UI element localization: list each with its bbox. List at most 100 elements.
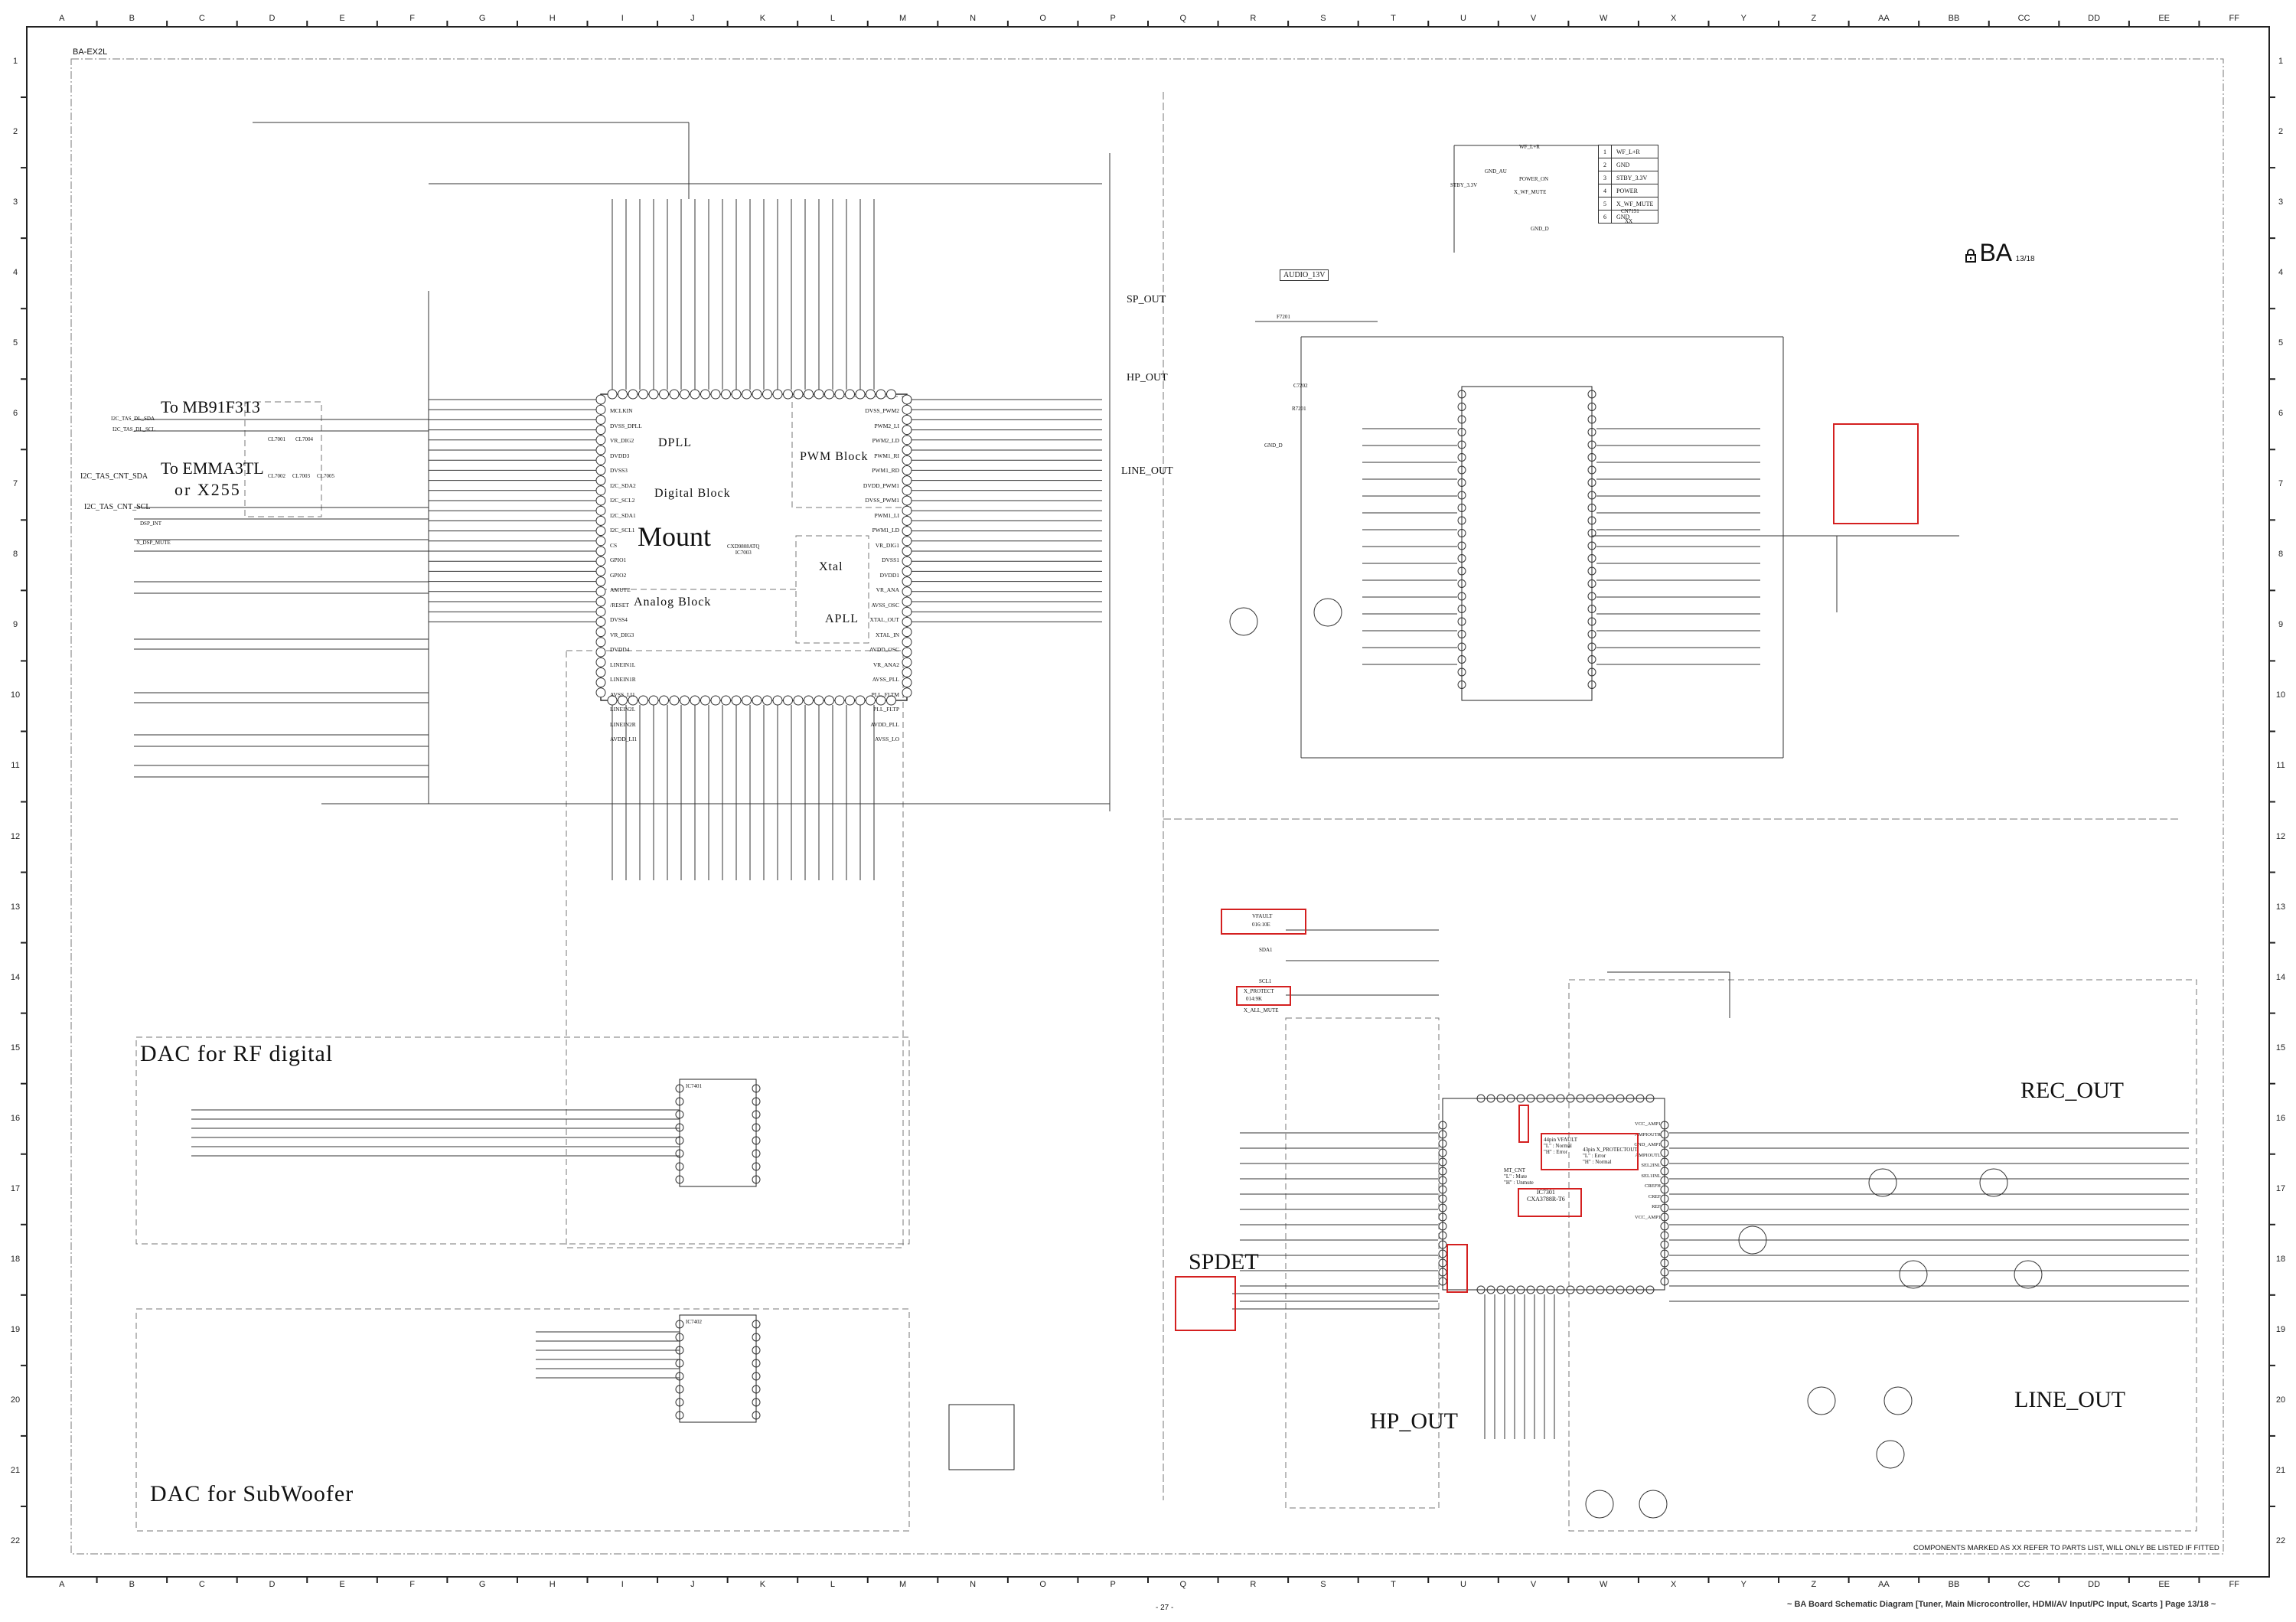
pin (595, 586, 606, 597)
column-label: G (478, 14, 486, 23)
row-label: 18 (10, 1254, 21, 1264)
pin (902, 637, 912, 648)
pin (721, 389, 731, 400)
signal-i2c-cnt-scl: I2C_TAS_CNT_SCL (84, 503, 151, 511)
signal-vfault-ref: 016:10E (1252, 922, 1270, 928)
column-label: S (1320, 14, 1326, 23)
net-power-on: POWER_ON (1519, 176, 1549, 182)
pin (902, 394, 912, 405)
label-hp-out-bottom: HP_OUT (1370, 1408, 1459, 1434)
column-label: M (899, 14, 907, 23)
label-pwm-block: PWM Block (800, 450, 869, 463)
pin-label: GPIO2 (610, 571, 627, 579)
clip-label: CL7005 (317, 473, 334, 479)
row-label: 10 (10, 690, 21, 700)
pin (659, 695, 669, 706)
note-mute: MT_CNT"L" : Mute"H" : Unmute (1504, 1167, 1534, 1186)
pin-label: AMPIOUTL (1635, 1152, 1661, 1158)
column-label: F (409, 14, 415, 23)
column-label: DD (2088, 1580, 2101, 1589)
clip-label: CL7003 (292, 473, 310, 479)
column-label: AA (1878, 14, 1890, 23)
label-dac-subwoofer: DAC for SubWoofer (150, 1481, 354, 1506)
row-label: 11 (11, 761, 20, 771)
pin (824, 695, 834, 706)
row-label: 22 (2275, 1536, 2286, 1545)
column-label: Q (1179, 1580, 1187, 1589)
row-label: 8 (12, 550, 18, 560)
pin (595, 425, 606, 436)
pin (595, 606, 606, 617)
pin (902, 546, 912, 556)
pin (814, 695, 824, 706)
note-line: "H" : Unmute (1504, 1180, 1534, 1186)
connector-name: GND (1610, 158, 1659, 171)
pin (595, 596, 606, 607)
signal-i2c-dl-scl: I2C_TAS_DL_SCL (113, 426, 155, 432)
pin (902, 435, 912, 445)
row-label: 15 (2275, 1043, 2286, 1053)
column-label: T (1391, 14, 1396, 23)
pin (783, 695, 793, 706)
column-label: EE (2158, 14, 2170, 23)
pin (866, 389, 876, 400)
column-label: O (1039, 1580, 1046, 1589)
note-line: "L" : Mute (1504, 1173, 1528, 1180)
pin (902, 687, 912, 698)
label-analog-block: Analog Block (634, 596, 712, 609)
row-label: 12 (10, 831, 21, 841)
row-label: 17 (2275, 1183, 2286, 1193)
row-label: 4 (2278, 268, 2284, 278)
label-dac-rf-digital: DAC for RF digital (140, 1041, 334, 1066)
pin-label: VR_ANA2 (872, 661, 899, 668)
column-label: W (1599, 14, 1608, 23)
pin (595, 657, 606, 667)
column-label: FF (2229, 14, 2239, 23)
pin-label: SEL2INL (1641, 1163, 1661, 1168)
note-line: 44pin VFAULT (1544, 1137, 1578, 1143)
pin (618, 389, 628, 400)
pin (690, 389, 700, 400)
pin (595, 404, 606, 415)
signal-vfault: VFAULT (1252, 913, 1273, 919)
column-label: U (1460, 14, 1466, 23)
pin (700, 695, 710, 706)
net-gnd-d: GND_D (1531, 226, 1549, 232)
connector-pin: 6 (1598, 210, 1612, 224)
pin-label: VCC_AMP1 (1635, 1121, 1661, 1127)
column-label: EE (2158, 1580, 2170, 1589)
pin (902, 566, 912, 576)
row-label: 21 (10, 1465, 21, 1475)
gnd-label: GND_D (1264, 442, 1283, 449)
row-label: 22 (10, 1536, 21, 1545)
row-label: 3 (2278, 197, 2284, 207)
pin (595, 485, 606, 496)
note-line: "H" : Normal (1583, 1159, 1612, 1165)
label-or-x255: or X255 (174, 480, 241, 499)
pin (902, 455, 912, 465)
note-line: "L" : Normal (1544, 1143, 1572, 1149)
note-line: MT_CNT (1504, 1167, 1525, 1173)
pin (902, 647, 912, 658)
row-label: 7 (2278, 479, 2284, 489)
pin (710, 695, 721, 706)
dac-sub-ic-ref: IC7402 (686, 1319, 702, 1325)
column-label: Z (1811, 1580, 1817, 1589)
pin-label: AVSS_LO (875, 736, 899, 742)
highlight-box (1518, 1105, 1529, 1143)
column-label: FF (2229, 1580, 2239, 1589)
pin (762, 695, 772, 706)
main-ic-ref: IC7003 (735, 550, 752, 556)
pin (595, 536, 606, 547)
pin-label: DVSS4 (610, 616, 628, 623)
pin-label: PWM1_RD (872, 467, 899, 474)
connector-pin: 4 (1598, 184, 1612, 197)
pin (855, 389, 866, 400)
pin (690, 695, 700, 706)
pin (804, 695, 814, 706)
row-label: 1 (12, 57, 18, 67)
row-label: 3 (12, 197, 18, 207)
pin (721, 695, 731, 706)
